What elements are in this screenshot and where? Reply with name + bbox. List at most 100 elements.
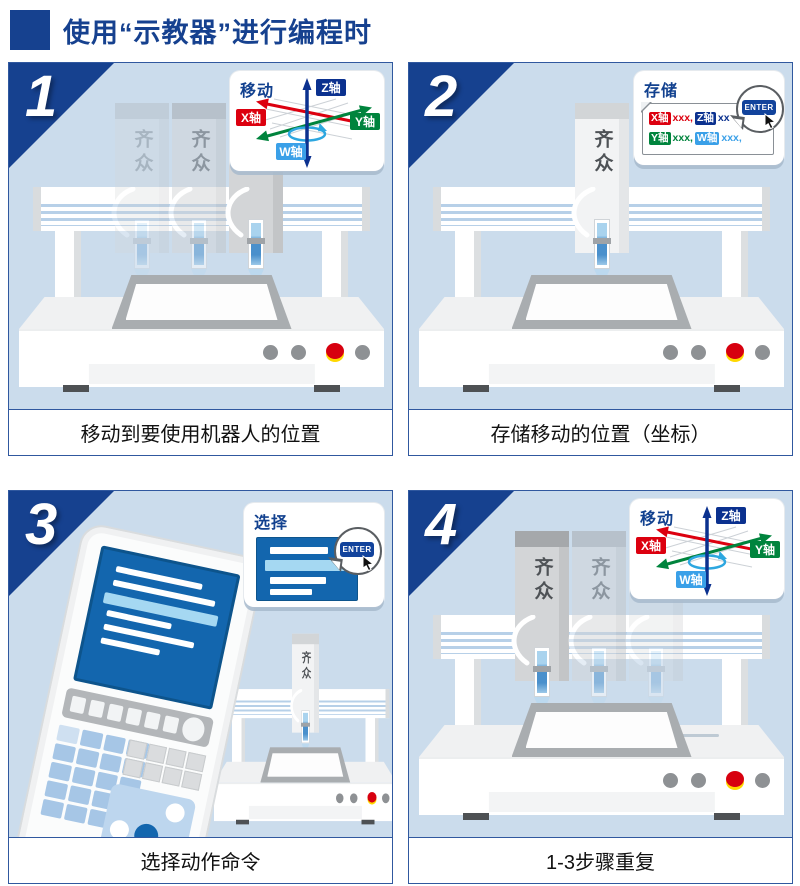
head-cap xyxy=(292,633,319,645)
function-key xyxy=(87,699,105,719)
enter-speech-bubble: ENTER xyxy=(326,527,382,575)
y-axis-chip: Y轴 xyxy=(649,131,671,145)
work-plate xyxy=(511,703,692,757)
menu-line xyxy=(270,577,326,584)
step-caption: 存储移动的位置（坐标） xyxy=(409,409,792,455)
syringe xyxy=(533,647,551,697)
z-axis-chip: Z轴 xyxy=(694,111,716,125)
dispense-head: 齐众 xyxy=(511,531,569,720)
syringe-liquid xyxy=(597,223,607,265)
brand-label: 齐众 xyxy=(300,650,311,683)
function-key xyxy=(106,703,124,723)
syringe-liquid xyxy=(651,651,661,693)
enter-key-label: ENTER xyxy=(340,542,374,557)
step-panel-1: 1 移动 Z轴 Y轴 X轴 W轴 xyxy=(8,62,393,456)
enter-key-label: ENTER xyxy=(742,100,776,115)
step-number: 2 xyxy=(425,64,458,129)
syringe xyxy=(647,647,665,697)
robot-foot xyxy=(63,385,89,392)
pendant-screen xyxy=(72,545,241,710)
axes-diagram-icon: Z轴 Y轴 X轴 W轴 xyxy=(236,78,380,168)
head-cap xyxy=(172,103,226,119)
robot-foot xyxy=(314,385,340,392)
pendant-body: ENTER xyxy=(9,521,267,883)
machine-button xyxy=(663,773,678,788)
base-recess xyxy=(488,792,715,812)
syringe xyxy=(593,219,611,269)
w-axis-chip: W轴 xyxy=(694,131,720,145)
feed-tube xyxy=(111,187,136,238)
head-cap xyxy=(572,531,626,547)
syringe xyxy=(301,710,310,744)
menu-line xyxy=(270,589,312,595)
machine-button xyxy=(663,345,678,360)
z-axis-label: Z轴 xyxy=(721,508,740,523)
robot-base xyxy=(19,329,384,387)
machine-button xyxy=(336,793,344,804)
base-recess xyxy=(248,805,362,820)
machine-button xyxy=(263,345,278,360)
work-plate-surface xyxy=(267,753,344,777)
robot-foot xyxy=(714,385,740,392)
y-axis-label: Y轴 xyxy=(755,542,775,557)
machine-button xyxy=(355,345,370,360)
syringe-liquid xyxy=(194,223,204,265)
feed-tube xyxy=(168,187,193,238)
syringe-band xyxy=(590,666,608,672)
step-number: 4 xyxy=(425,492,458,557)
round-key xyxy=(179,715,207,744)
brand-label: 齐众 xyxy=(531,557,553,605)
machine-button xyxy=(691,345,706,360)
x-axis-label: X轴 xyxy=(641,538,661,553)
feed-tube xyxy=(290,689,303,723)
base-recess xyxy=(488,364,715,384)
callout-title: 存储 xyxy=(644,83,679,100)
dispensing-robot-small: 齐众 xyxy=(214,631,392,826)
function-key xyxy=(125,707,143,726)
syringe-band xyxy=(647,666,665,672)
robot-base xyxy=(214,782,392,822)
brand-label: 齐众 xyxy=(588,557,610,605)
syringe-liquid xyxy=(594,651,604,693)
work-plate xyxy=(111,275,292,329)
cursor-icon xyxy=(362,555,375,571)
robot-foot xyxy=(714,813,740,820)
work-plate-surface xyxy=(125,284,278,320)
syringe-liquid xyxy=(537,651,547,693)
machine-button xyxy=(350,793,358,804)
dispensing-robot: 齐众 xyxy=(419,99,784,394)
step-number: 3 xyxy=(25,492,58,557)
head-cap xyxy=(115,103,169,119)
syringe-band xyxy=(301,722,310,727)
w-value: xxx, xyxy=(721,132,742,144)
feed-tube xyxy=(225,187,250,238)
machine-button xyxy=(291,345,306,360)
syringe-band xyxy=(247,238,265,244)
screen-text-line xyxy=(100,637,161,656)
function-key xyxy=(162,715,180,734)
callout-title: 移动 xyxy=(240,83,275,100)
page-title: 使用“示教器”进行编程时 xyxy=(63,17,372,48)
work-plate-surface xyxy=(525,712,678,748)
dispense-head-ghost: 齐众 xyxy=(568,531,626,720)
x-axis-label: X轴 xyxy=(241,110,261,125)
dispense-head-ghost: 齐众 xyxy=(111,103,169,292)
robot-foot xyxy=(361,819,375,825)
callout-select: 选择 ENTER xyxy=(244,503,384,607)
x-value: xxx, xyxy=(672,112,693,124)
syringe-band xyxy=(593,238,611,244)
work-plate xyxy=(511,275,692,329)
machine-button xyxy=(382,793,390,804)
work-plate xyxy=(260,747,351,783)
function-key xyxy=(143,711,161,730)
feed-tube xyxy=(511,615,536,666)
header-accent-square xyxy=(10,10,50,50)
note-row: Y轴 xxx, W轴 xxx, xyxy=(649,128,773,148)
bubble-tail xyxy=(326,557,343,572)
brand-label: 齐众 xyxy=(188,129,210,177)
y-axis-label: Y轴 xyxy=(355,114,375,129)
cursor-icon xyxy=(764,113,777,129)
emergency-stop-button xyxy=(726,771,744,787)
step-caption: 1-3步骤重复 xyxy=(409,837,792,883)
dispensing-robot: 齐众 齐众 齐众 xyxy=(419,527,784,822)
